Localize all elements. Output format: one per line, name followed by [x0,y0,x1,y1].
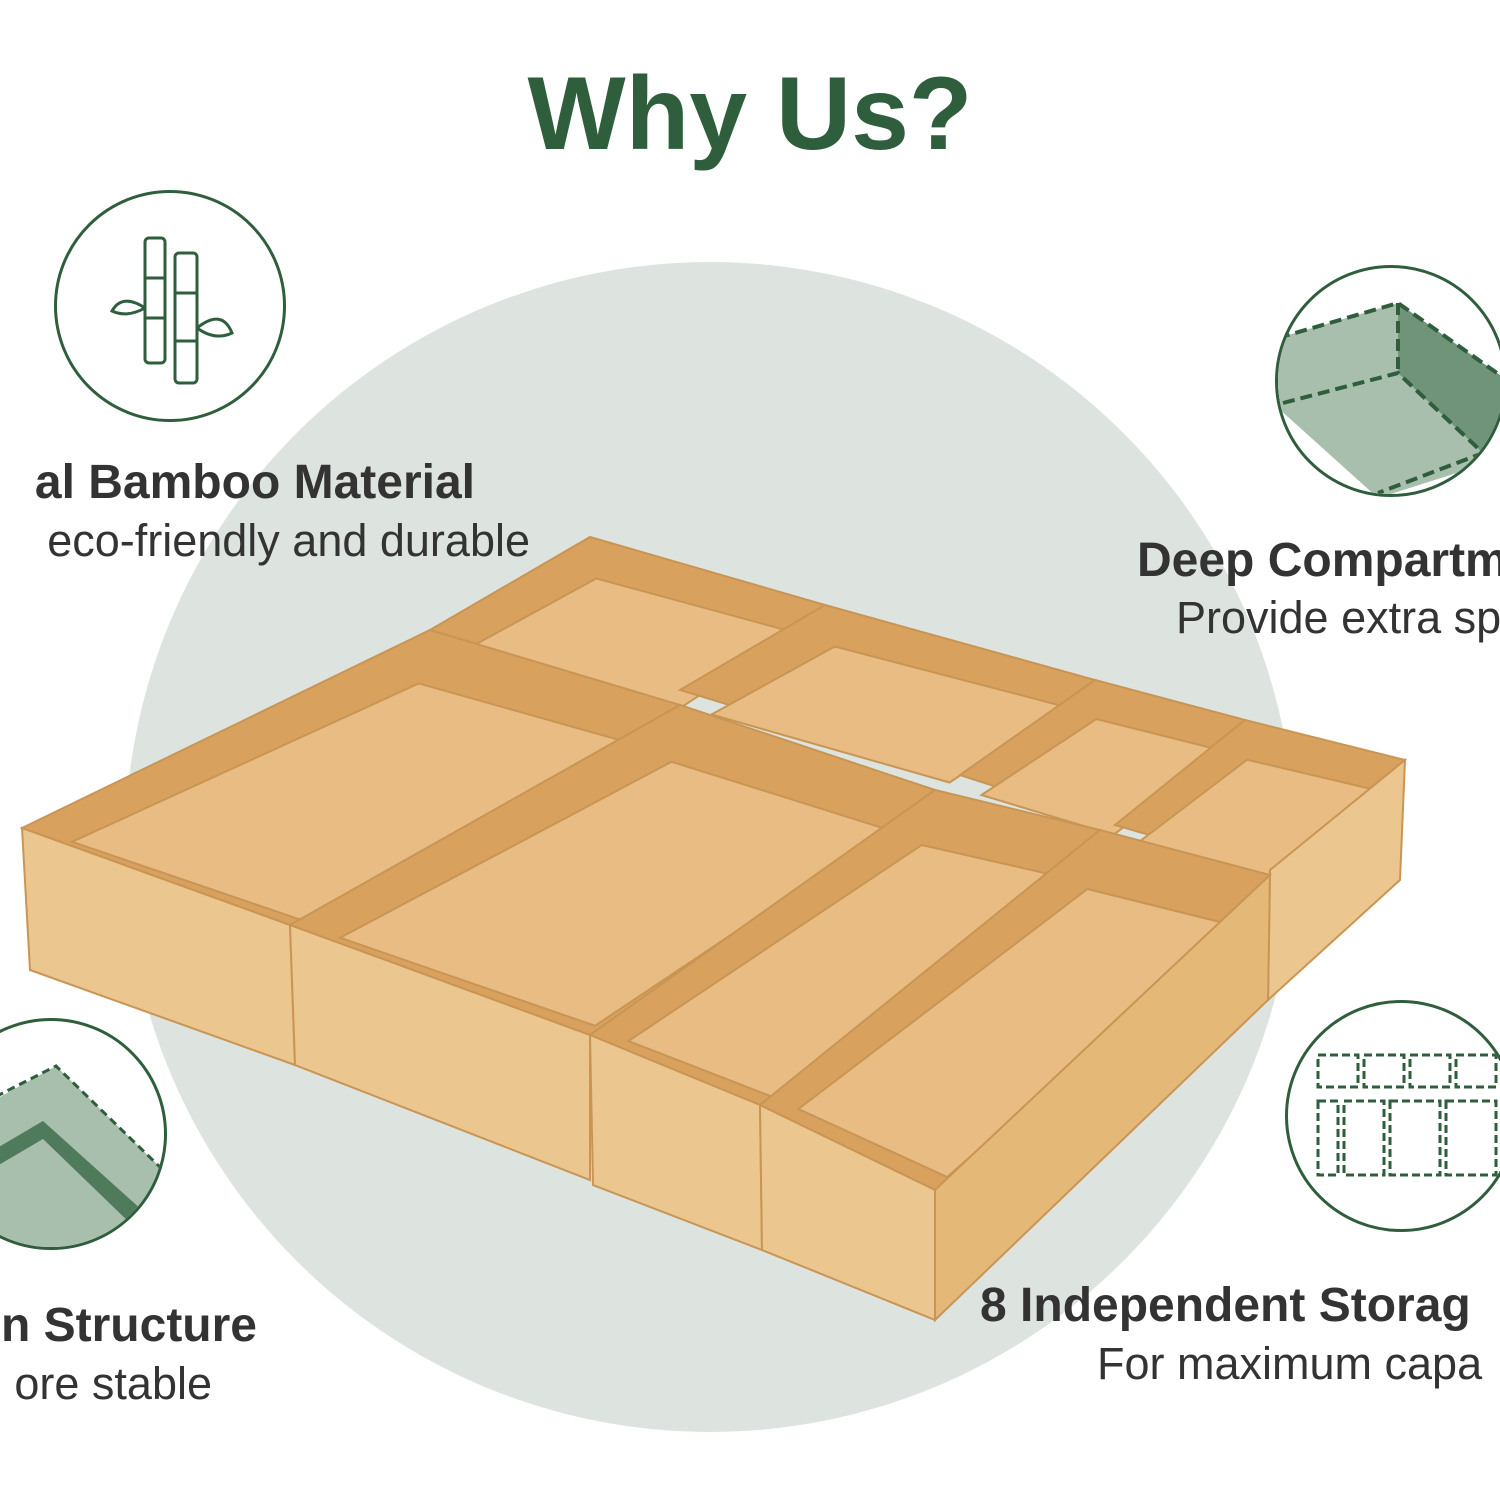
box-side-face [934,872,1272,1323]
feature-sub-deep: Provide extra sp [1176,592,1500,643]
page-title: Why Us? [527,56,973,172]
box-front-face [288,923,591,1182]
feature-heading-structure: n Structure [0,1299,257,1352]
feature-sub-bamboo: eco-friendly and durable [47,515,530,566]
feature-sub-storage: For maximum capa [1097,1338,1483,1389]
feature-heading-storage: 8 Independent Storag [980,1279,1471,1332]
storage-grid-icon [1285,1000,1500,1232]
feature-heading-deep: Deep Compartm [1137,534,1500,587]
deep-compartment-icon [1275,265,1500,497]
feature-heading-bamboo: al Bamboo Material [34,456,475,509]
feature-sub-structure: ore stable [14,1358,212,1409]
bamboo-icon [54,190,286,422]
